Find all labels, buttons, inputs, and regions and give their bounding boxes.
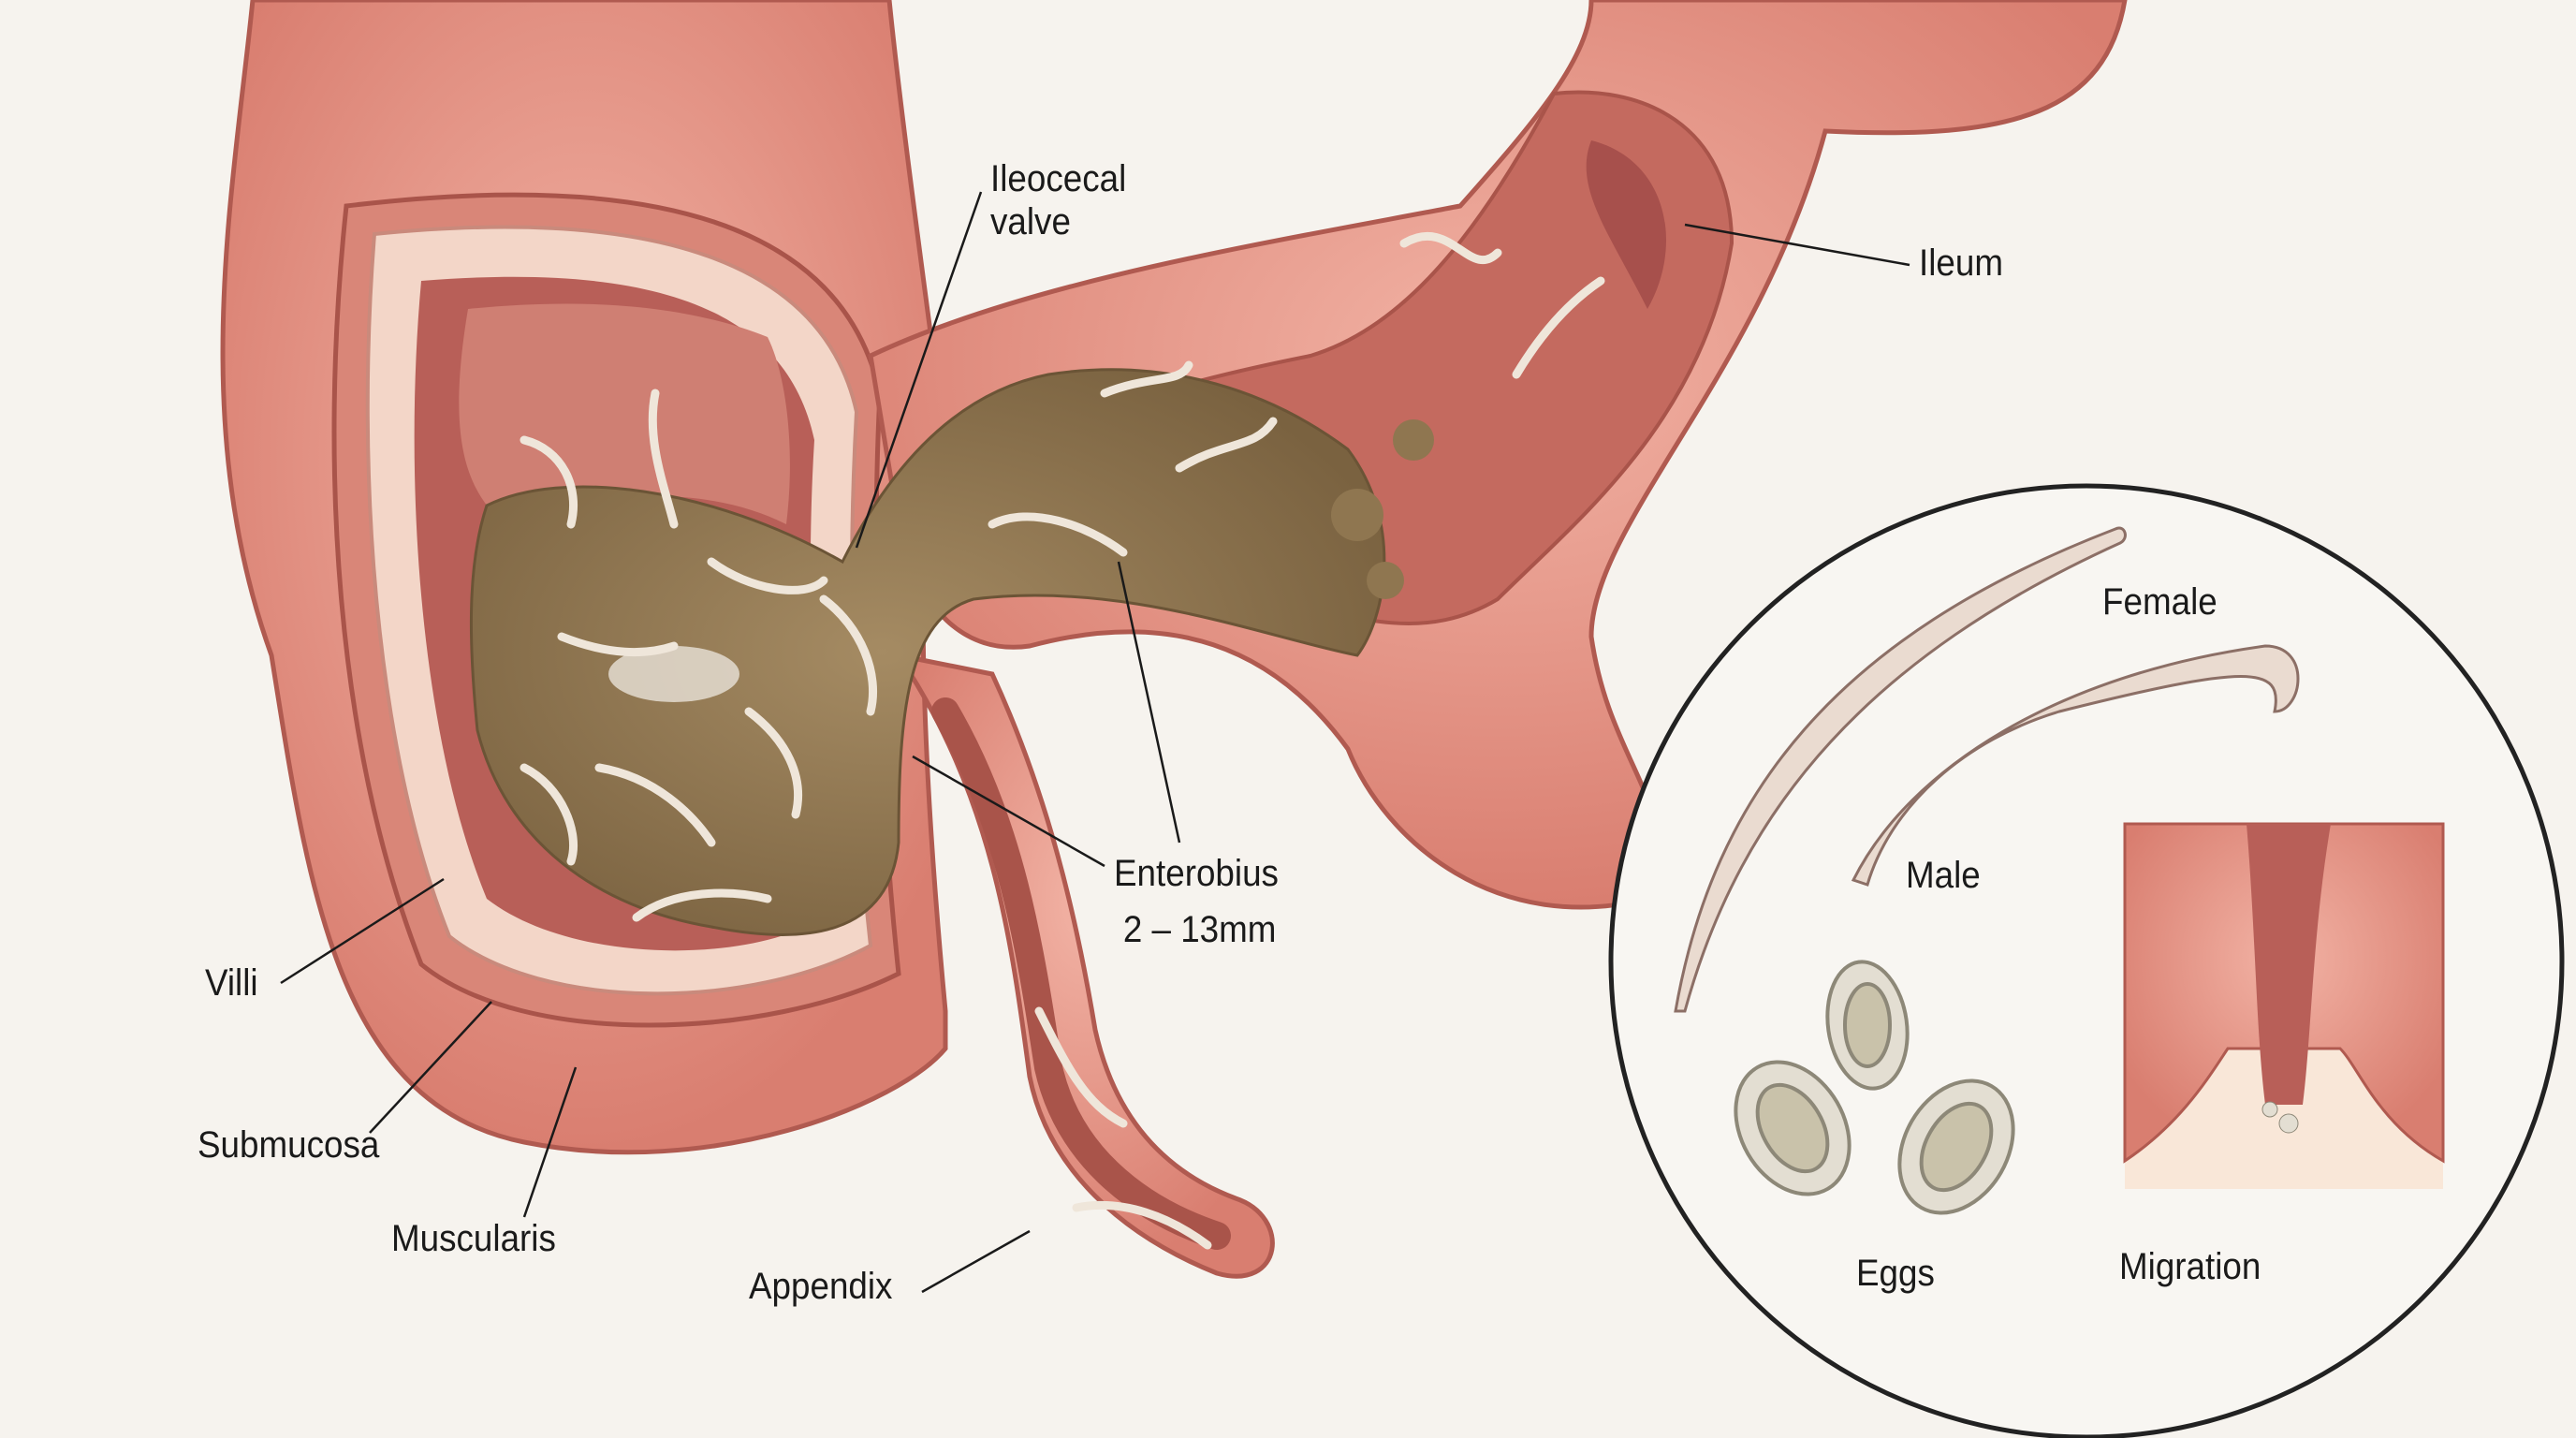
leader-muscularis: [522, 1066, 578, 1218]
label-female: Female: [2102, 581, 2217, 623]
label-appendix: Appendix: [749, 1266, 893, 1307]
label-migration: Migration: [2119, 1246, 2261, 1287]
label-line: Ileocecal: [990, 158, 1127, 199]
label-eggs: Eggs: [1856, 1253, 1935, 1294]
label-ileocecal-valve: Ileocecal valve: [990, 157, 1126, 243]
appendix: [893, 652, 1275, 1279]
label-villi: Villi: [205, 962, 258, 1004]
worms: [520, 232, 1605, 1250]
perianal-section: [2123, 822, 2445, 1189]
eggs: [1734, 960, 2015, 1215]
leader-appendix: [921, 1229, 1031, 1294]
label-ileum: Ileum: [1919, 242, 2003, 284]
leader-ileum: [1684, 223, 1910, 267]
leader-enterobius-1: [912, 755, 1105, 868]
leader-villi: [280, 877, 445, 985]
inset-circle: [1608, 483, 2565, 1438]
leader-enterobius-2: [1117, 561, 1181, 844]
label-male: Male: [1906, 855, 1981, 896]
label-line: Enterobius: [1114, 853, 1279, 894]
label-submucosa: Submucosa: [198, 1124, 380, 1166]
fecal-mass: [469, 368, 1434, 936]
label-size: 2 – 13mm: [1122, 909, 1277, 950]
label-enterobius: Enterobius 2 – 13mm: [1114, 852, 1279, 951]
label-muscularis: Muscularis: [391, 1218, 556, 1259]
female-worm: [1674, 526, 2127, 1013]
male-worm: [1851, 644, 2300, 887]
label-line: valve: [990, 201, 1071, 242]
leader-ileocecal-valve: [855, 191, 983, 549]
leader-submucosa: [369, 1001, 492, 1134]
